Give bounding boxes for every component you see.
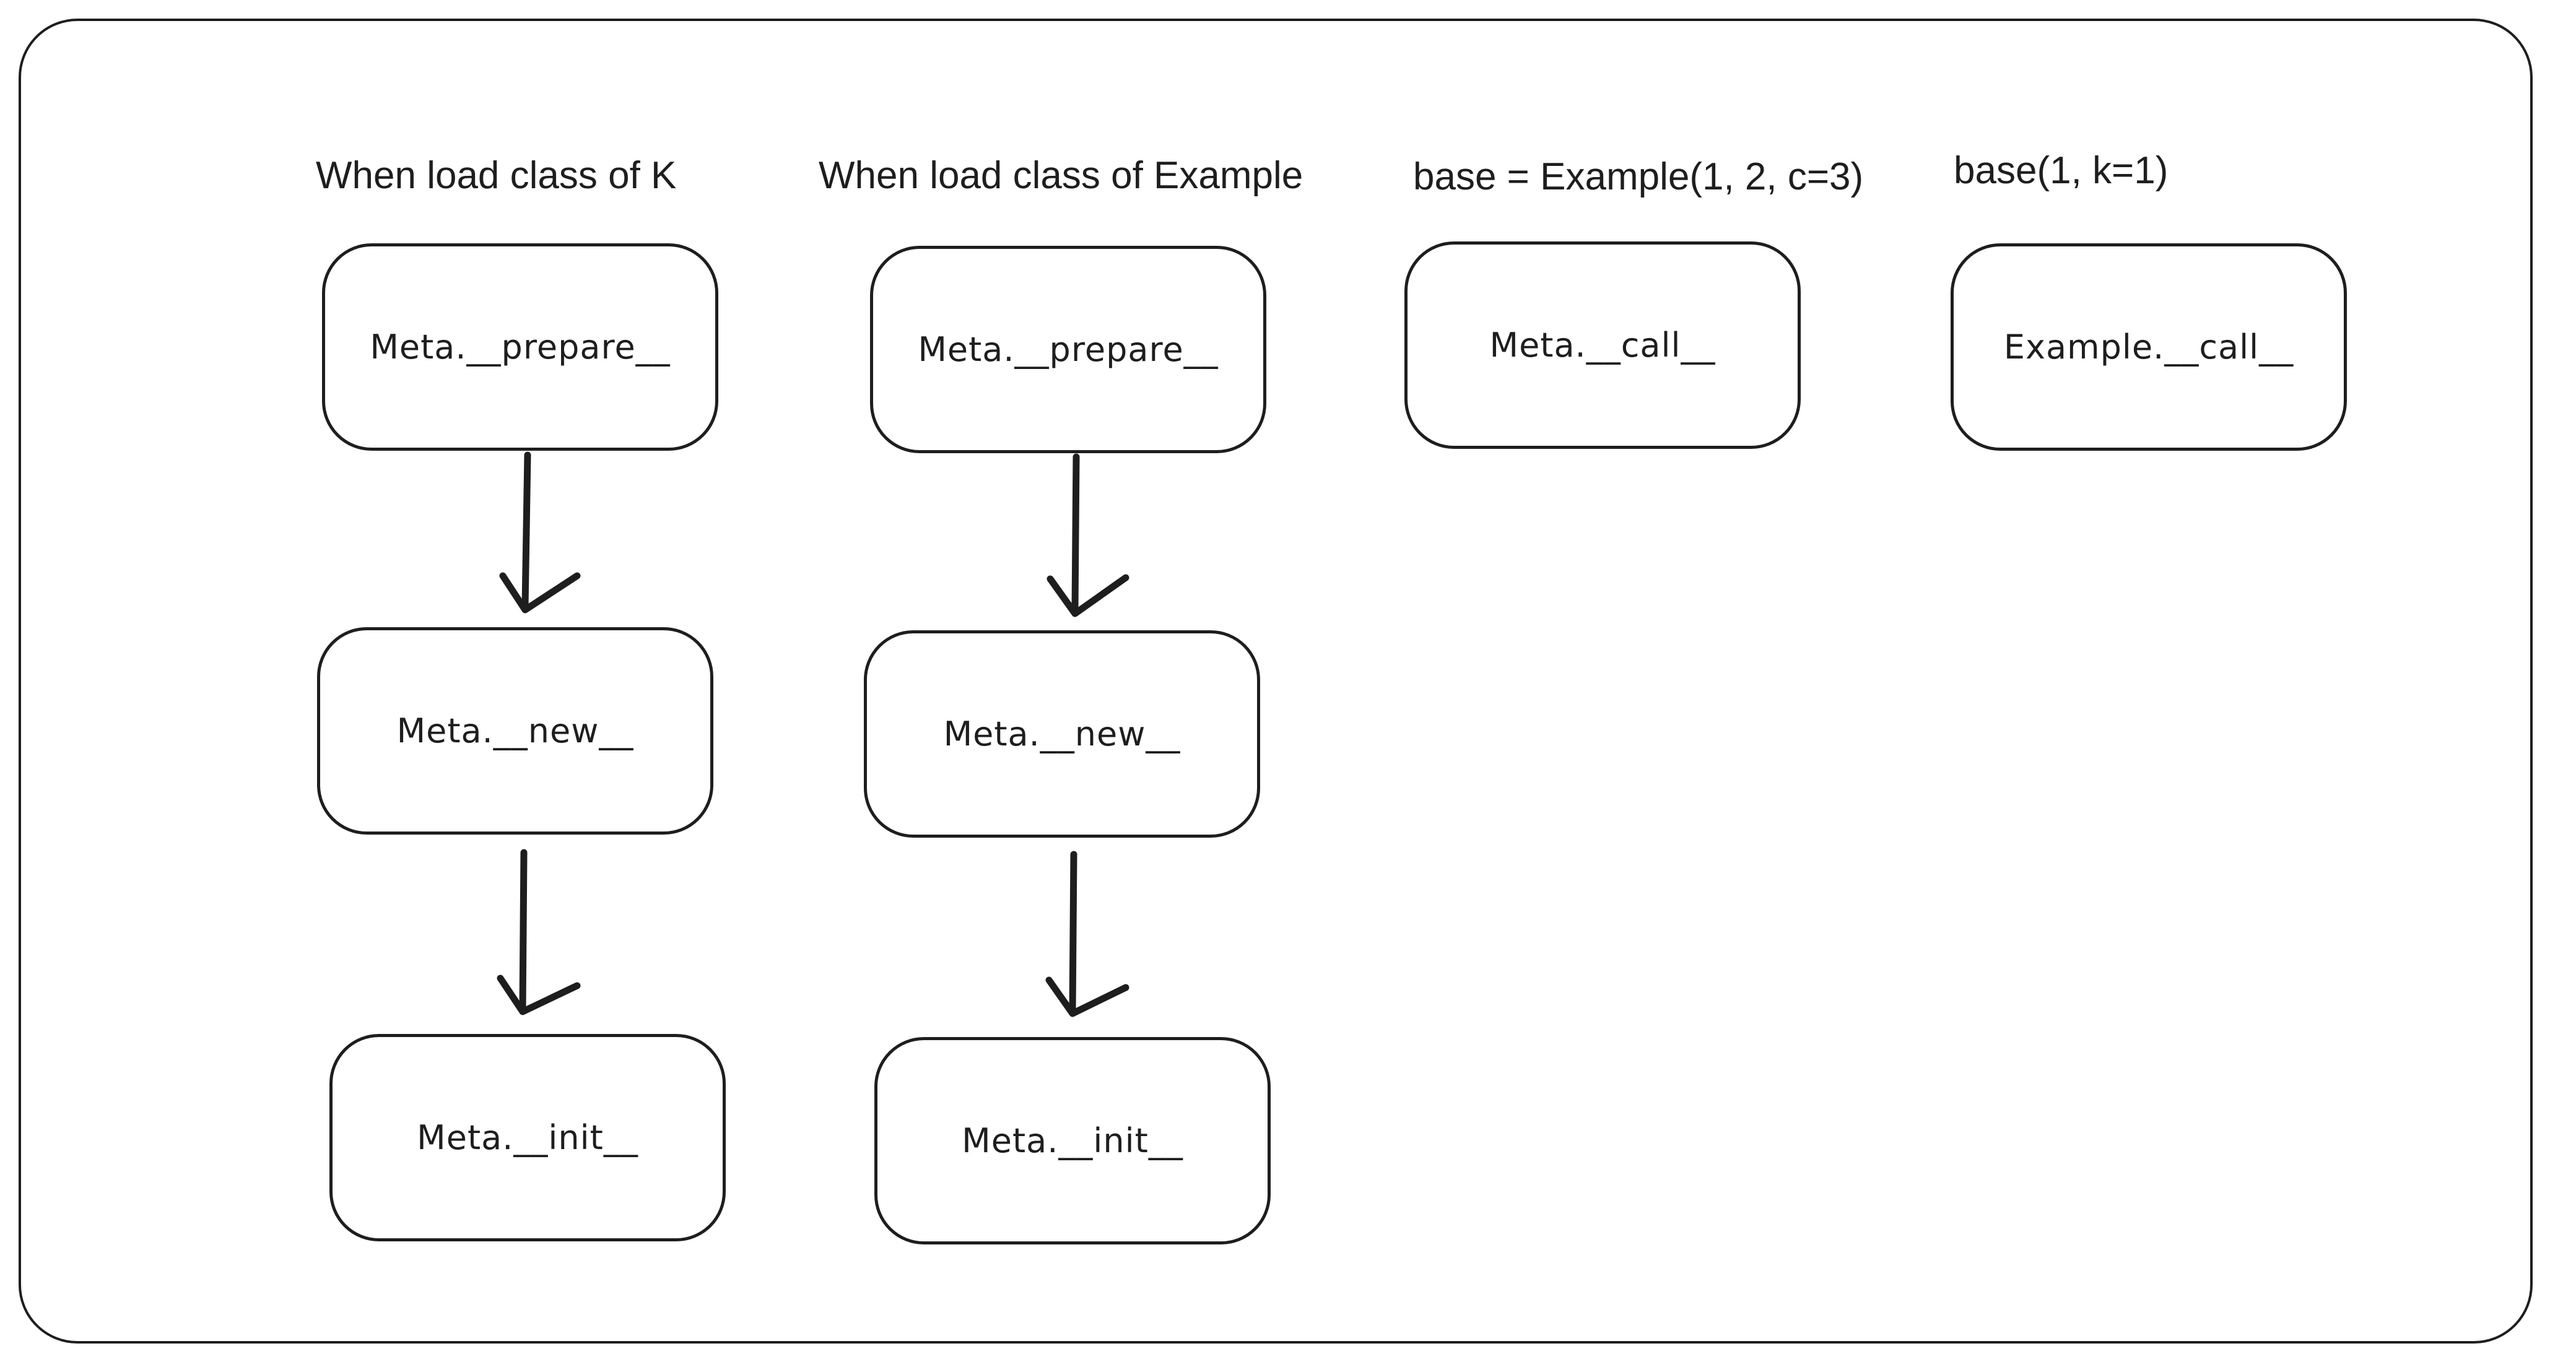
node-example-new: Meta.__new__ [864,630,1260,838]
node-example-prepare: Meta.__prepare__ [870,246,1266,453]
node-label: Meta.__init__ [962,1121,1183,1160]
arrow-k-new-to-init [497,849,581,1015]
column-heading-base-instantiation: base = Example(1, 2, c=3) [1413,155,1864,198]
node-example-init: Meta.__init__ [874,1037,1271,1244]
node-meta-call: Meta.__call__ [1404,241,1801,449]
node-label: Example.__call__ [2003,328,2294,367]
node-label: Meta.__new__ [396,711,634,750]
node-label: Meta.__prepare__ [918,330,1219,369]
arrow-k-prepare-to-new [499,451,581,614]
diagram-frame [19,19,2533,1344]
node-example-call: Example.__call__ [1951,243,2347,451]
node-label: Meta.__new__ [943,714,1181,753]
column-heading-k: When load class of K [316,154,677,197]
arrow-example-new-to-init [1045,851,1129,1017]
node-label: Meta.__call__ [1489,326,1716,365]
node-k-init: Meta.__init__ [329,1034,726,1241]
node-k-prepare: Meta.__prepare__ [322,243,718,451]
arrow-example-prepare-to-new [1046,453,1129,617]
node-k-new: Meta.__new__ [317,627,713,835]
node-label: Meta.__init__ [417,1118,638,1157]
node-label: Meta.__prepare__ [370,328,671,367]
column-heading-example: When load class of Example [819,154,1303,197]
column-heading-base-call: base(1, k=1) [1954,149,2169,192]
